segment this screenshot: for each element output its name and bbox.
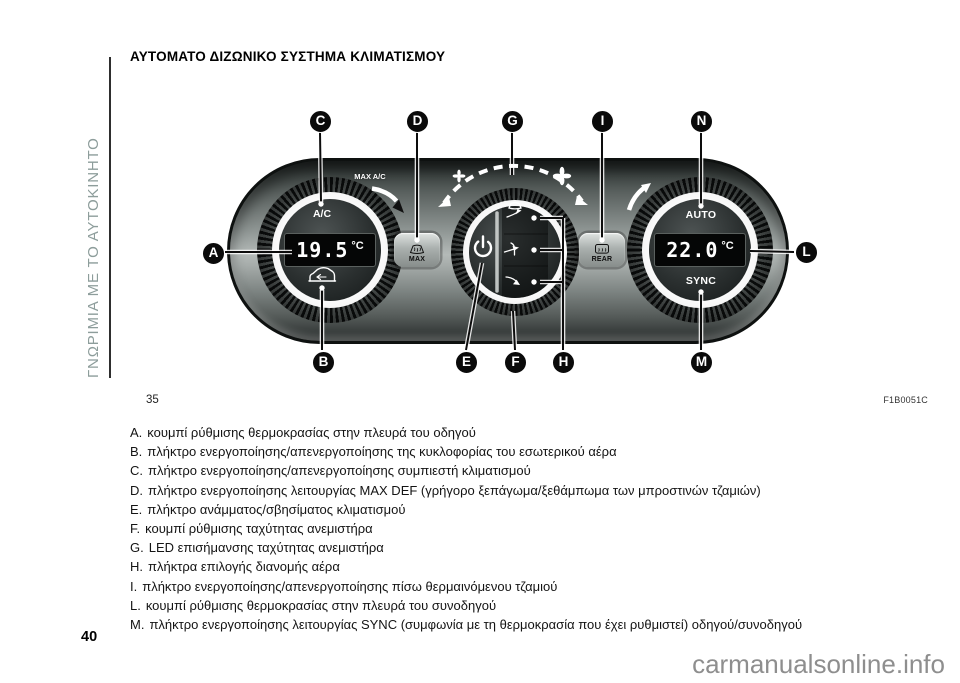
figure-number: 35 bbox=[146, 394, 159, 406]
legend-letter: E. bbox=[130, 501, 143, 517]
callout-d: D bbox=[406, 110, 429, 133]
driver-temp-display: 19.5 °C bbox=[284, 233, 376, 267]
fan-knob-face bbox=[469, 206, 561, 298]
callout-a: A bbox=[202, 242, 225, 265]
legend-letter: D. bbox=[130, 482, 143, 498]
callout-n: N bbox=[690, 110, 713, 133]
legend-desc: πλήκτρο ενεργοποίησης/απενεργοποίησης τη… bbox=[147, 444, 617, 460]
legend-item-d: D. πλήκτρο ενεργοποίησης λειτουργίας MAX … bbox=[130, 481, 942, 500]
legend-item-b: B.πλήκτρο ενεργοποίησης/απενεργοποίησης … bbox=[130, 442, 942, 461]
legend-desc: κουμπί ρύθμισης ταχύτητας ανεμιστήρα bbox=[145, 521, 373, 537]
driver-temp-unit: °C bbox=[351, 240, 364, 252]
legend-list: A. κουμπί ρύθμισης θερμοκρασίας στην πλευ… bbox=[130, 423, 942, 634]
legend-desc: πλήκτρο ενεργοποίησης/απενεργοποίησης πί… bbox=[142, 578, 558, 594]
callout-b: B bbox=[312, 351, 335, 374]
page-number: 40 bbox=[81, 629, 98, 645]
sidebar-rule bbox=[109, 57, 111, 378]
passenger-temp-unit: °C bbox=[721, 240, 734, 252]
page-title: ΑΥΤΟΜΑΤΟ ΔΙΖΩΝΙΚΟ ΣΥΣΤΗΜΑ ΚΛΙΜΑΤΙΣΜΟΥ bbox=[130, 49, 446, 64]
ac-label: A/C bbox=[312, 208, 332, 220]
legend-letter: F. bbox=[130, 521, 141, 537]
legend-item-i: I.πλήκτρο ενεργοποίησης/απενεργοποίησης … bbox=[130, 577, 942, 596]
legend-letter: I. bbox=[130, 578, 138, 594]
legend-desc: πλήκτρο ενεργοποίησης λειτουργίας MAX DE… bbox=[148, 482, 761, 498]
legend-item-c: C. πλήκτρο ενεργοποίησης/απενεργοποίησης … bbox=[130, 461, 942, 480]
watermark-text: carmanualsonline.info bbox=[692, 649, 945, 679]
max-def-button-label: MAX bbox=[408, 256, 426, 263]
max-ac-label: MAX A/C bbox=[354, 172, 386, 181]
legend-desc: πλήκτρο ενεργοποίησης λειτουργίας SYNC (… bbox=[149, 617, 803, 633]
legend-desc: πλήκτρο ενεργοποίησης/απενεργοποίησης συ… bbox=[148, 463, 531, 479]
rear-window-button-label: REAR bbox=[591, 256, 613, 263]
callout-l: L bbox=[795, 241, 818, 264]
callout-m: M bbox=[690, 351, 713, 374]
callout-g: G bbox=[501, 110, 524, 133]
legend-item-l: L.κουμπί ρύθμισης θερμοκρασίας στην πλευ… bbox=[130, 596, 942, 615]
legend-letter: M. bbox=[130, 617, 145, 633]
legend-desc: πλήκτρα επιλογής διανομής αέρα bbox=[148, 559, 340, 575]
callout-h: H bbox=[552, 351, 575, 374]
callout-f: F bbox=[504, 351, 527, 374]
legend-letter: G. bbox=[130, 540, 144, 556]
legend-item-a: A. κουμπί ρύθμισης θερμοκρασίας στην πλευ… bbox=[130, 423, 942, 442]
air-distribution-button-column bbox=[502, 206, 548, 298]
passenger-temp-value: 22.0 bbox=[666, 238, 719, 262]
legend-item-e: E.πλήκτρο ανάμματος/σβησίματος κλιματισμ… bbox=[130, 500, 942, 519]
legend-item-g: G.LED επισήμανσης ταχύτητας ανεμιστήρα bbox=[130, 538, 942, 557]
chapter-sidebar-label: ΓΝΩΡΙΜΙΑ ΜΕ ΤΟ ΑΥΤΟΚΙΝΗΤΟ bbox=[85, 137, 102, 378]
legend-letter: B. bbox=[130, 444, 143, 460]
legend-item-h: H. πλήκτρα επιλογής διανομής αέρα bbox=[130, 557, 942, 576]
legend-letter: L. bbox=[130, 597, 141, 613]
callout-e: E bbox=[455, 351, 478, 374]
legend-item-m: M.πλήκτρο ενεργοποίησης λειτουργίας SYNC… bbox=[130, 615, 942, 634]
sync-label: SYNC bbox=[685, 275, 717, 287]
legend-item-f: F.κουμπί ρύθμισης ταχύτητας ανεμιστήρα bbox=[130, 519, 942, 538]
figure-code: F1B0051C bbox=[883, 395, 928, 405]
passenger-temp-display: 22.0 °C bbox=[654, 233, 746, 267]
legend-letter: A. bbox=[130, 425, 143, 440]
callout-i: I bbox=[591, 110, 614, 133]
legend-letter: C. bbox=[130, 463, 143, 479]
legend-letter: H. bbox=[130, 559, 143, 575]
auto-label: AUTO bbox=[685, 209, 717, 221]
legend-desc: πλήκτρο ανάμματος/σβησίματος κλιματισμού bbox=[147, 501, 406, 517]
driver-temp-value: 19.5 bbox=[296, 238, 349, 262]
legend-desc: LED επισήμανσης ταχύτητας ανεμιστήρα bbox=[148, 540, 384, 556]
legend-desc: κουμπί ρύθμισης θερμοκρασίας στην πλευρά… bbox=[145, 597, 497, 613]
legend-desc: κουμπί ρύθμισης θερμοκρασίας στην πλευρά… bbox=[147, 425, 476, 440]
callout-c: C bbox=[309, 110, 332, 133]
